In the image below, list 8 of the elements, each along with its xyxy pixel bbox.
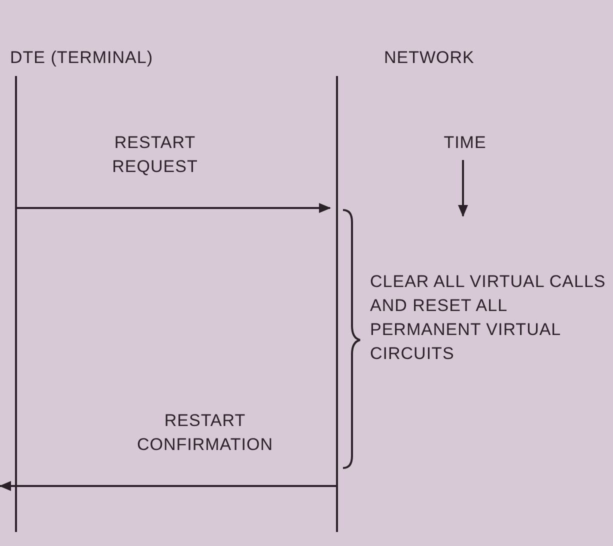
message-arrow	[0, 481, 336, 491]
lifeline-heading: DTE (TERMINAL)	[10, 47, 153, 69]
message-label: RESTART CONFIRMATION	[136, 410, 274, 456]
lifeline-heading: NETWORK	[384, 47, 474, 69]
note-text: CLEAR ALL VIRTUAL CALLS AND RESET ALL PERMANENT VIRTUAL CIRCUITS	[370, 271, 607, 365]
message-arrow	[17, 203, 331, 213]
time-label: TIME	[442, 132, 488, 154]
message-label: RESTART REQUEST	[111, 132, 199, 178]
